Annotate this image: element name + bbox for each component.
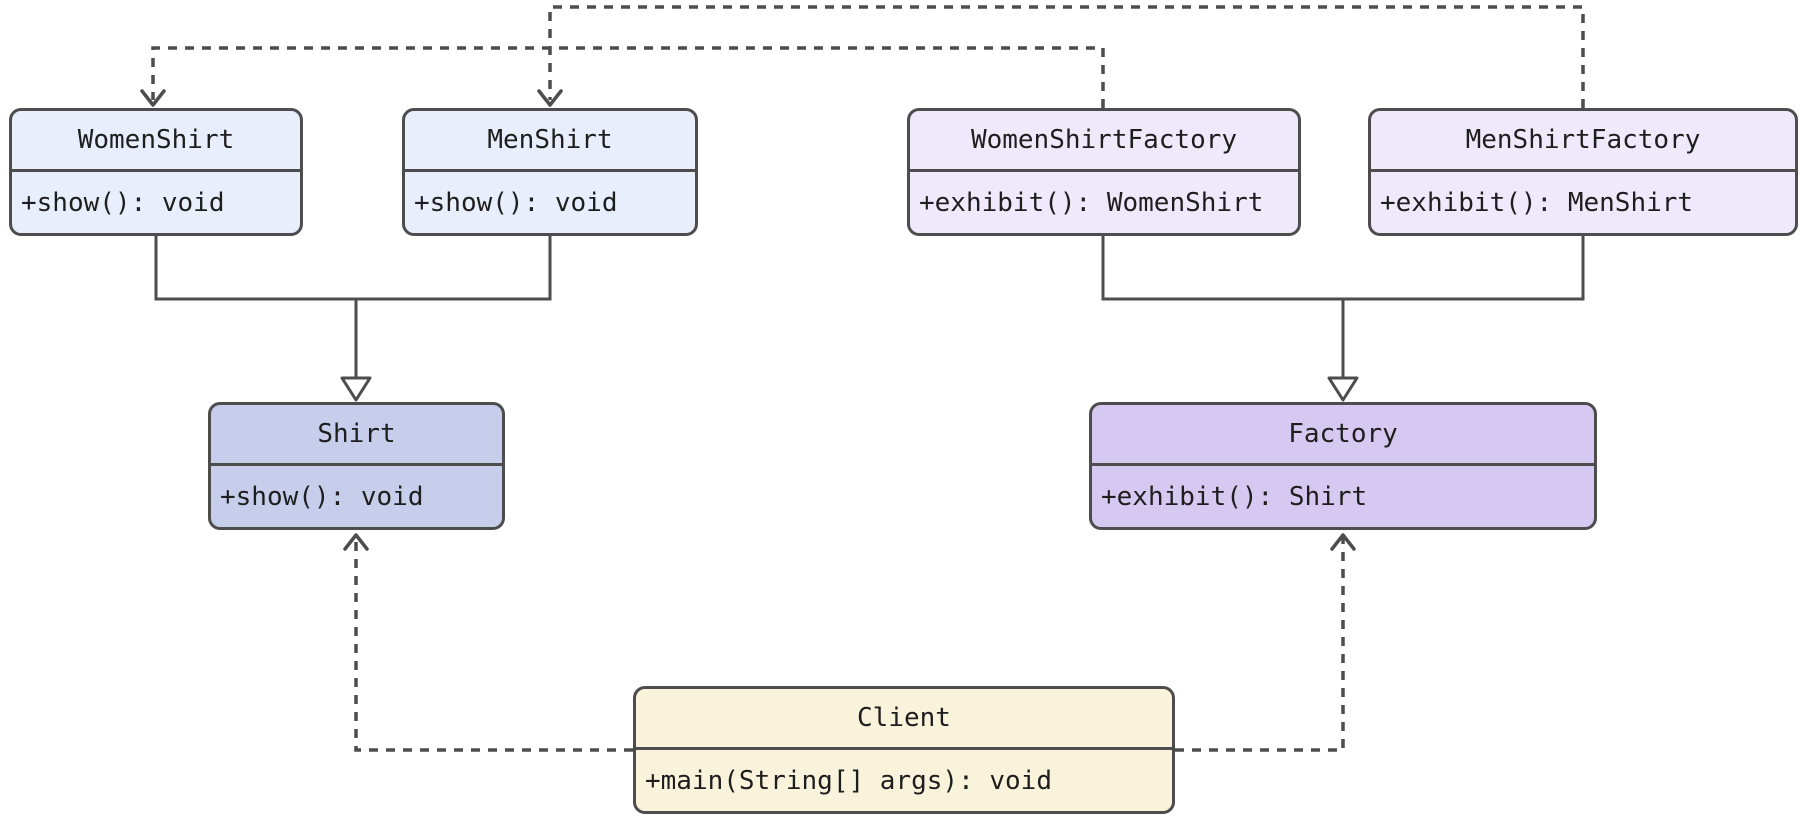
class-node-womenshirtfactory: WomenShirtFactory +exhibit(): WomenShirt <box>907 108 1301 236</box>
inheritance-edge-shirts-join <box>154 236 552 301</box>
class-member: +main(String[] args): void <box>645 765 1052 796</box>
class-member: +show(): void <box>21 187 225 218</box>
dependency-edge-womenshirtfactory-to-womenshirt <box>151 46 1105 108</box>
class-member: +show(): void <box>220 481 424 512</box>
class-member: +exhibit(): Shirt <box>1101 481 1368 512</box>
class-node-womenshirt: WomenShirt +show(): void <box>9 108 303 236</box>
class-title: Client <box>636 689 1172 750</box>
class-node-shirt: Shirt +show(): void <box>208 402 505 530</box>
dependency-edge-client-to-shirt <box>354 538 633 752</box>
class-member: +exhibit(): WomenShirt <box>919 187 1264 218</box>
class-node-client: Client +main(String[] args): void <box>633 686 1175 814</box>
class-node-menshirt: MenShirt +show(): void <box>402 108 698 236</box>
open-arrowhead-womenshirt <box>140 89 166 107</box>
class-member: +exhibit(): MenShirt <box>1380 187 1694 218</box>
class-title: Shirt <box>211 405 502 466</box>
inheritance-edge-factories-join <box>1101 236 1585 301</box>
class-title: WomenShirtFactory <box>910 111 1298 172</box>
open-arrowhead-menshirt <box>537 89 563 107</box>
class-title: Factory <box>1092 405 1594 466</box>
class-title: WomenShirt <box>12 111 300 172</box>
open-arrowhead-shirt-bottom <box>343 533 369 551</box>
class-title: MenShirt <box>405 111 695 172</box>
dependency-edge-client-to-factory <box>1175 538 1345 752</box>
hollow-triangle-arrowhead-factory <box>1327 376 1359 402</box>
class-member: +show(): void <box>414 187 618 218</box>
hollow-triangle-arrowhead-shirt <box>340 376 372 402</box>
class-node-factory: Factory +exhibit(): Shirt <box>1089 402 1597 530</box>
class-node-menshirtfactory: MenShirtFactory +exhibit(): MenShirt <box>1368 108 1798 236</box>
class-title: MenShirtFactory <box>1371 111 1795 172</box>
open-arrowhead-factory-bottom <box>1330 533 1356 551</box>
dependency-edge-menshirtfactory-to-menshirt <box>548 5 1585 108</box>
